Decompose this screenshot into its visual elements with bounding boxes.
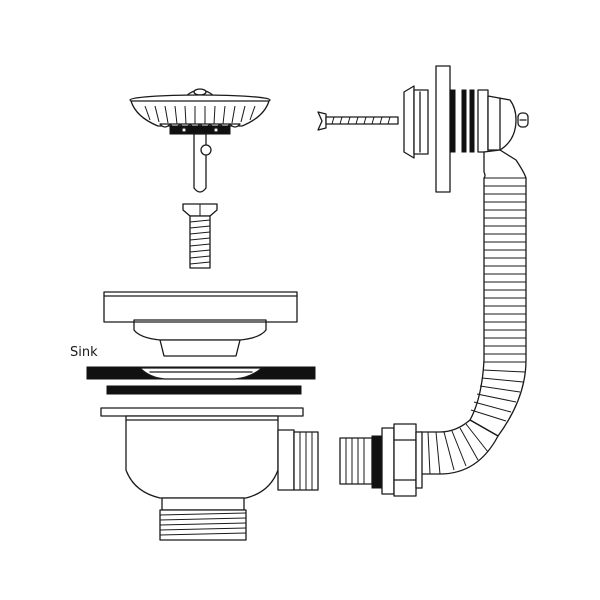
overflow-cover — [403, 85, 429, 159]
overflow-screw — [317, 111, 399, 131]
strainer-basket — [129, 88, 271, 135]
basket-stem — [193, 133, 212, 193]
overflow-flange — [435, 65, 529, 193]
waste-body — [100, 407, 319, 541]
overflow-hose — [339, 149, 527, 485]
rubber-gasket — [106, 385, 302, 395]
sink-flange — [103, 291, 298, 357]
sink-slab — [86, 366, 316, 380]
connecting-screw — [182, 203, 218, 269]
sink-label: Sink — [70, 345, 98, 360]
hose-nut — [371, 423, 423, 497]
